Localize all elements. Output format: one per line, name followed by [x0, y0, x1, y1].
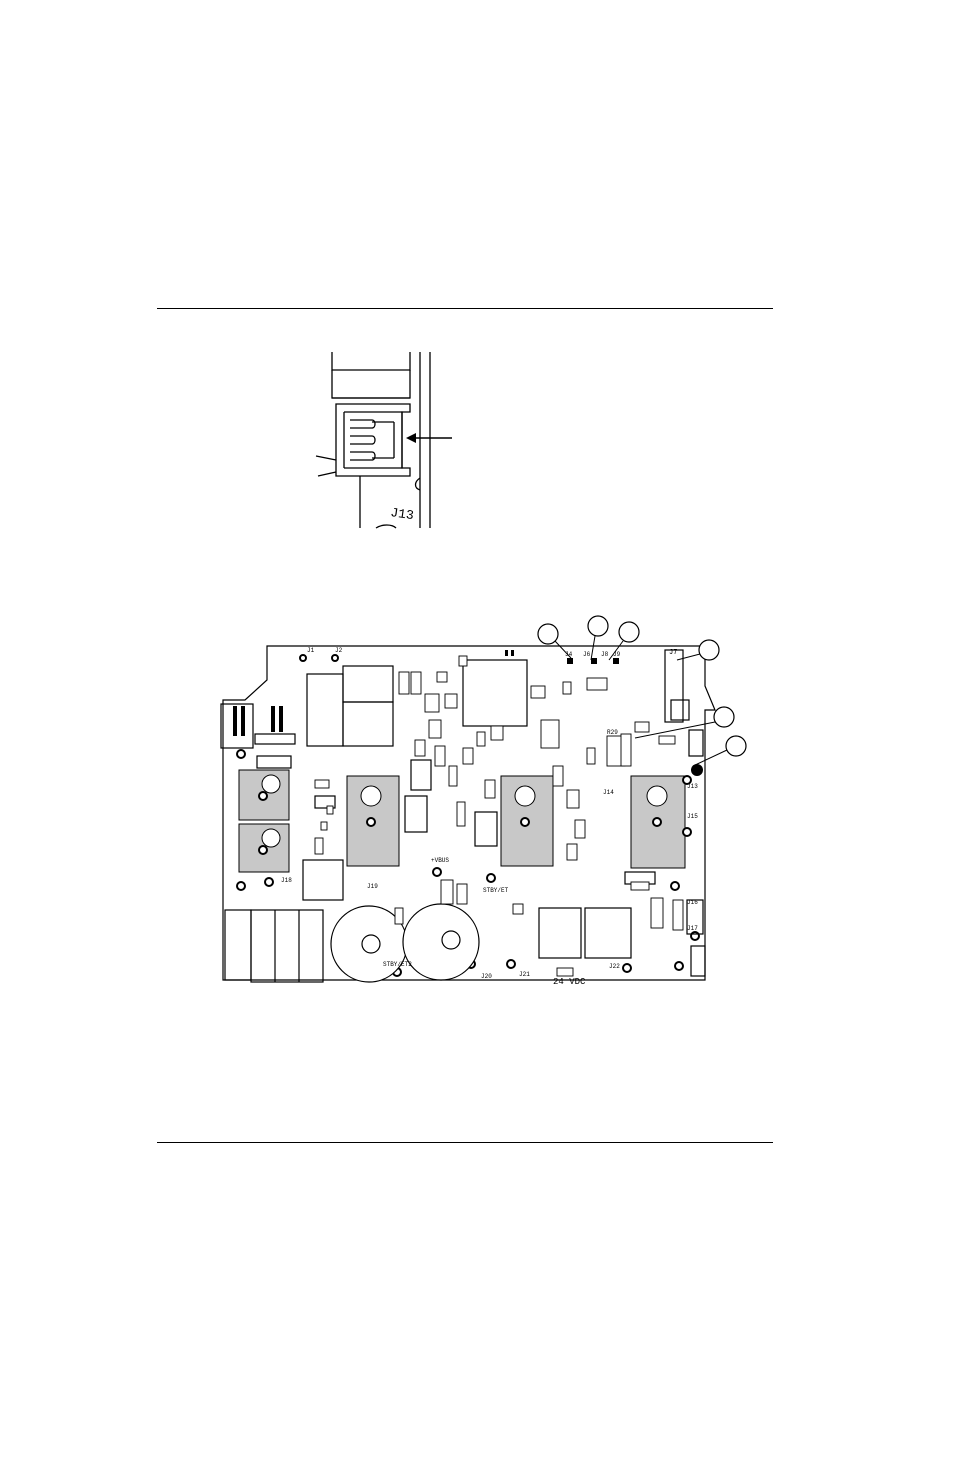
- callout-4: [698, 639, 720, 661]
- connector-j13-label: J13: [389, 505, 414, 523]
- label-j7: J7: [669, 649, 677, 657]
- top-rule: [157, 308, 773, 309]
- circuit-board-figure: J1 J2 J4 J6 J8 J9 J7 R29 J13 J14 J15 J19…: [220, 615, 747, 987]
- label-j19: J19: [367, 883, 378, 890]
- connector-detail-figure: J13: [315, 352, 452, 529]
- label-j1: J1: [307, 647, 315, 654]
- callout-circles: [537, 615, 747, 757]
- callout-3: [618, 621, 640, 643]
- label-j8: J8: [601, 651, 609, 658]
- label-24vdc: 24 VDC: [553, 977, 586, 987]
- label-standby: STBY/ET: [483, 887, 509, 894]
- callout-1: [537, 623, 559, 645]
- label-j6: J6: [583, 651, 591, 658]
- label-j2: J2: [335, 647, 343, 654]
- label-j15: J15: [687, 813, 698, 820]
- bottom-rule: [157, 1142, 773, 1143]
- label-j4: J4: [565, 651, 573, 658]
- label-j20: J20: [481, 973, 492, 980]
- label-j18: J18: [281, 877, 292, 884]
- label-j17: J17: [687, 925, 698, 932]
- label-j16: J16: [687, 899, 698, 906]
- callout-6: [725, 735, 747, 757]
- label-r29: R29: [607, 729, 618, 736]
- label-j14: J14: [603, 789, 614, 796]
- label-j13: J13: [687, 783, 698, 790]
- label-j9: J9: [613, 651, 621, 658]
- label-vbus: +VBUS: [431, 857, 449, 864]
- label-j22: J22: [609, 963, 620, 970]
- callout-2: [587, 615, 609, 637]
- callout-5: [713, 706, 735, 728]
- capacitor-right: [402, 903, 480, 981]
- label-standby2: STBY/ET2: [383, 961, 412, 968]
- label-j21: J21: [519, 971, 530, 978]
